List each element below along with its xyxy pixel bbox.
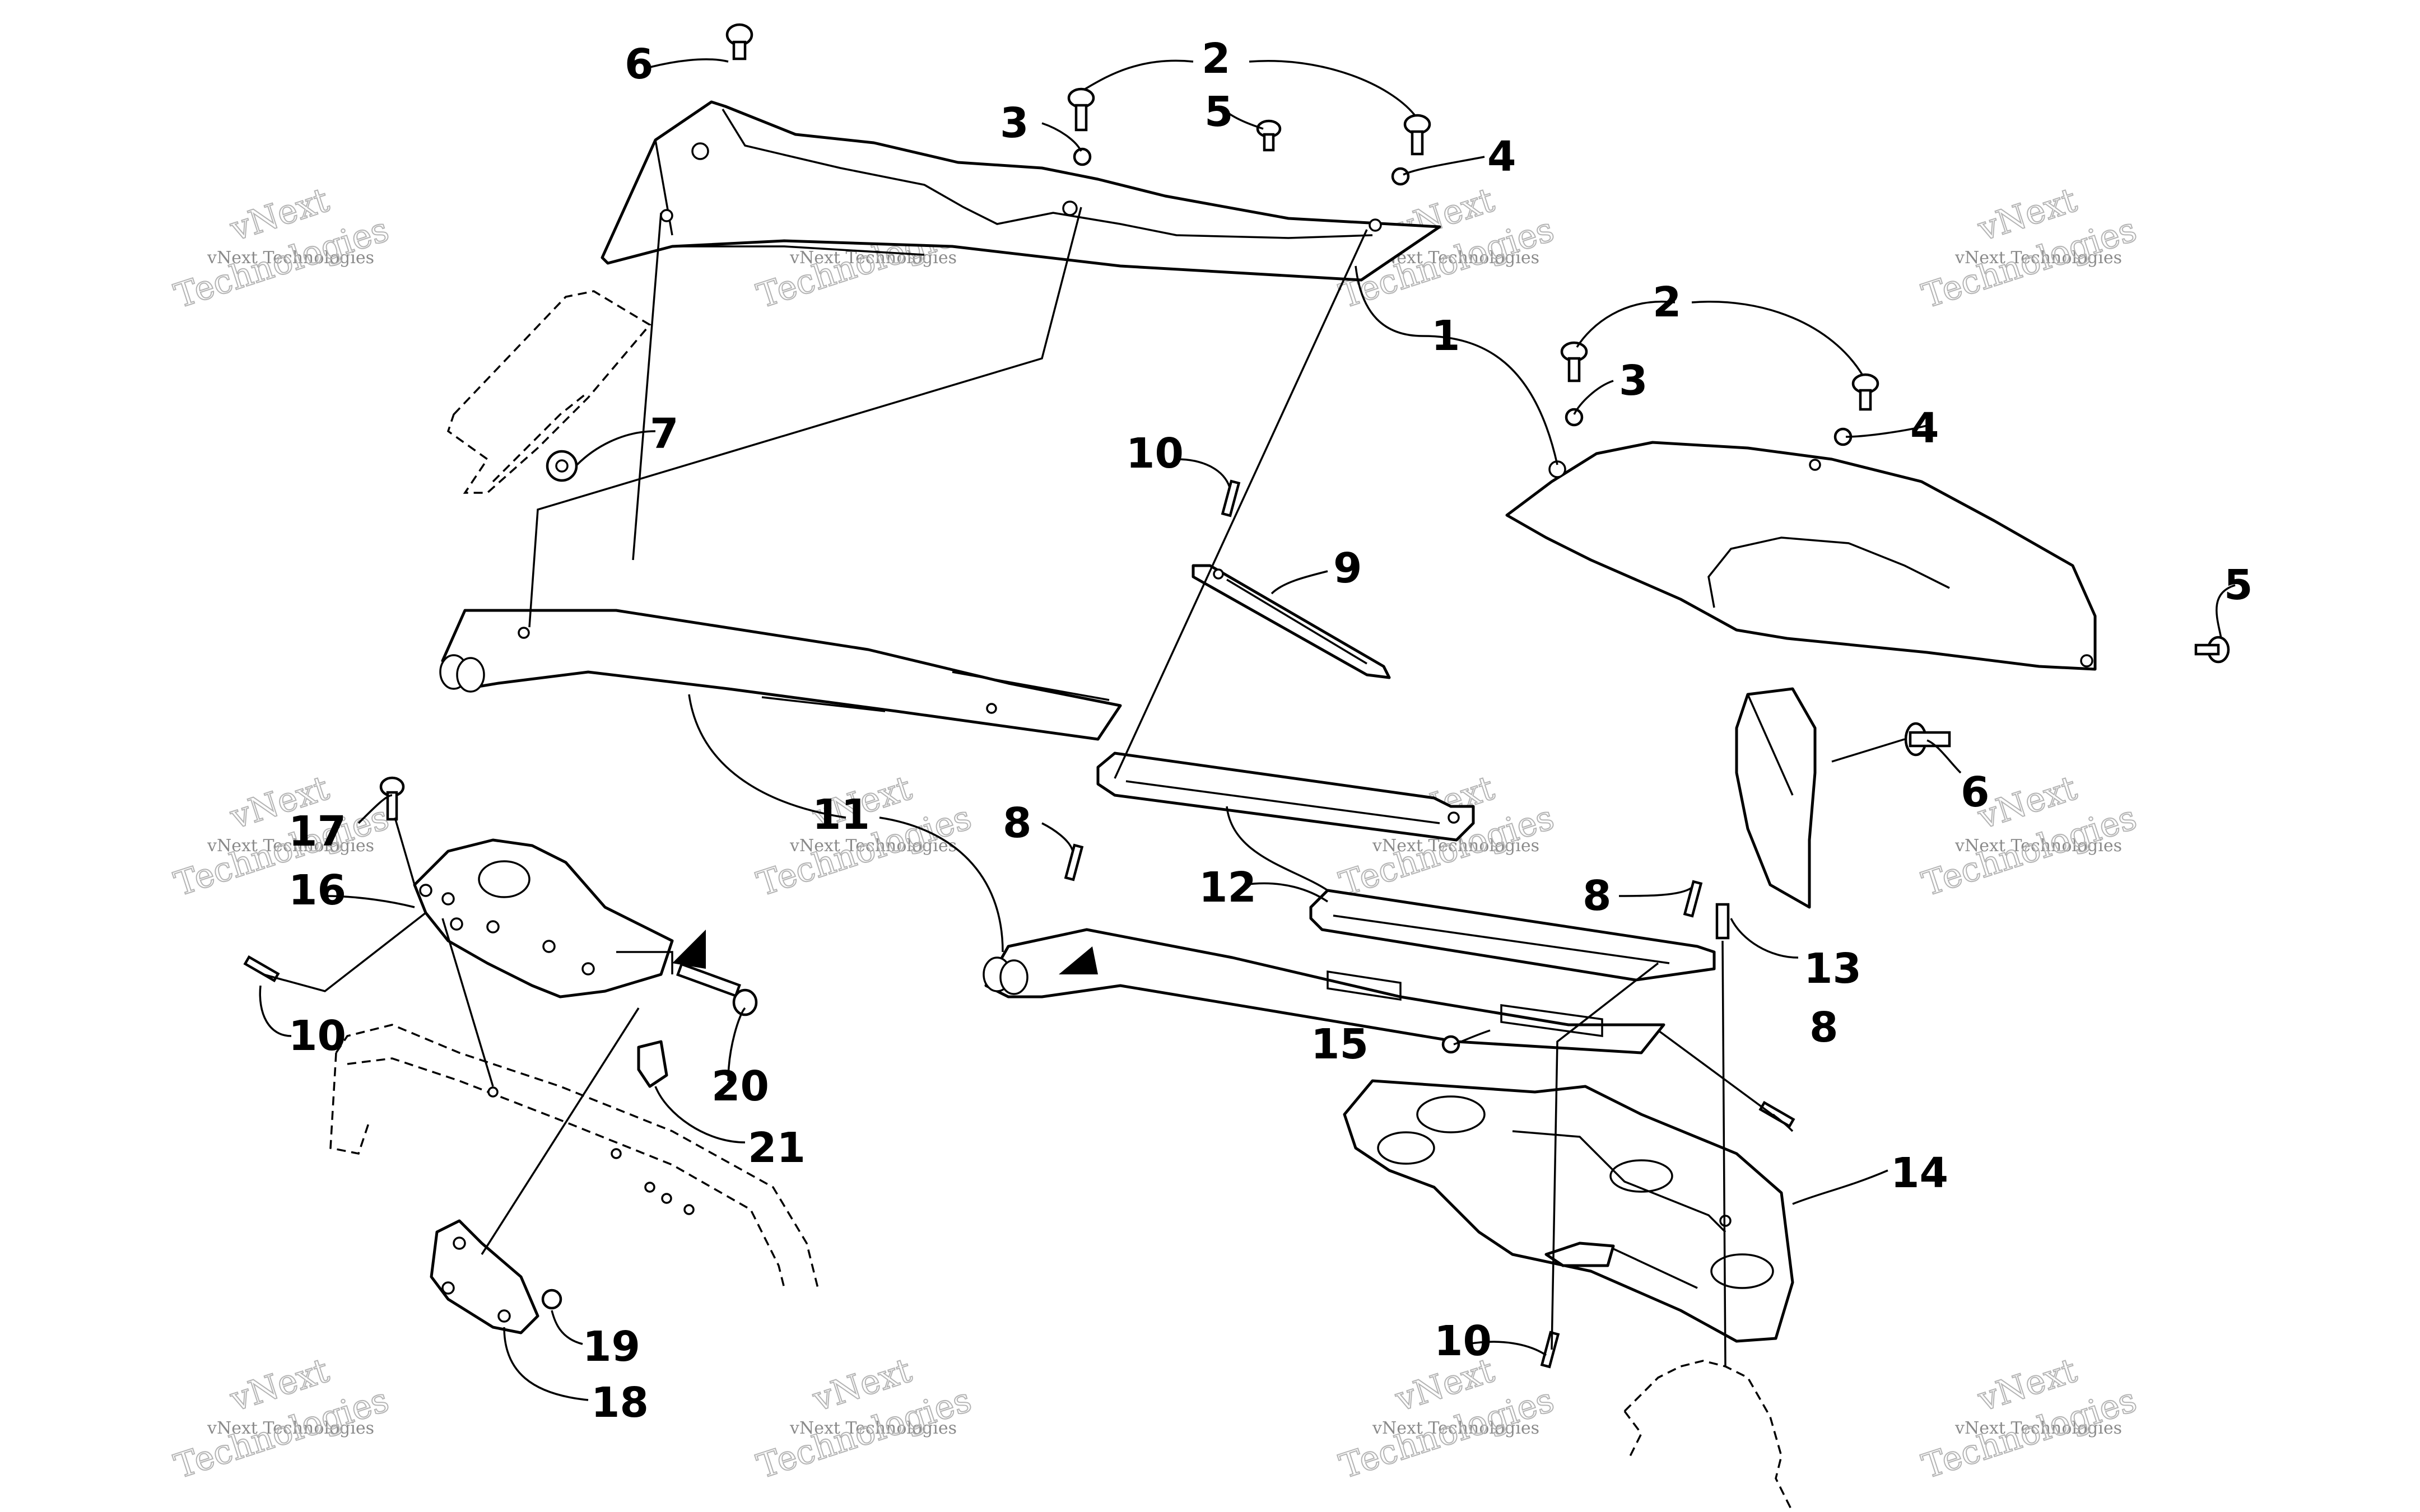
callout-3-top: 3 (1000, 99, 1029, 147)
callout-14: 14 (1891, 1149, 1948, 1197)
callout-8-mid: 8 (1583, 872, 1612, 920)
bolt-icon (1715, 903, 1730, 940)
screw-icon (1256, 119, 1282, 152)
watermark: vNext vNext Technologies Technologies (169, 180, 394, 316)
retaining-clip (637, 1040, 668, 1088)
arrow-icon (672, 930, 706, 969)
callout-21: 21 (748, 1124, 806, 1172)
callout-16: 16 (288, 866, 346, 914)
watermark: vNext vNext Technologies Technologies (169, 768, 394, 904)
footrest-plate-upper (1096, 752, 1475, 842)
callout-1: 1 (1431, 312, 1460, 360)
svg-text:vNext Technologies: vNext Technologies (1954, 248, 2122, 268)
screw-icon (1067, 87, 1095, 132)
screw-icon (2194, 636, 2230, 664)
footrest-plate-lower (1309, 889, 1716, 1038)
watermark: vNext vNext Technologies Technologies (1334, 1350, 1559, 1487)
washer-icon (1565, 408, 1584, 427)
callout-10-bottom: 10 (1434, 1317, 1492, 1365)
watermark: vNext vNext Technologies Technologies (1917, 1350, 2142, 1487)
svg-text:vNext Technologies: vNext Technologies (1954, 1418, 2122, 1438)
callout-12: 12 (1199, 864, 1256, 912)
watermark: vNext vNext Technologies Technologies (169, 1350, 394, 1487)
svg-text:vNext Technologies: vNext Technologies (789, 1418, 957, 1438)
watermark: vNext vNext Technologies Technologies (1917, 180, 2142, 316)
left-footwell-cover (601, 100, 1441, 282)
bolt-icon (1904, 722, 1951, 757)
callout-5-right: 5 (2224, 561, 2253, 609)
bumper-bracket (413, 838, 674, 998)
washer-icon (1073, 147, 1092, 166)
rivet-icon (1064, 843, 1084, 881)
callout-4-right: 4 (1910, 404, 1939, 452)
right-side-panel (1505, 441, 2097, 909)
mounting-plate (430, 1219, 539, 1334)
callout-5-top: 5 (1204, 88, 1234, 136)
callout-20: 20 (711, 1062, 769, 1110)
rivet-icon (1683, 880, 1703, 918)
washer-icon (1391, 167, 1410, 186)
chassis-outline-lower-right (1623, 1360, 1794, 1512)
bolt-icon (676, 962, 758, 1016)
svg-text:vNext Technologies: vNext Technologies (1372, 1418, 1539, 1438)
skid-plate-bracket (1343, 1079, 1794, 1343)
callout-2-top: 2 (1202, 35, 1231, 83)
nut-icon (546, 450, 578, 482)
rivet-icon (1221, 479, 1241, 517)
callout-4-top: 4 (1487, 133, 1516, 181)
callout-9: 9 (1333, 544, 1362, 592)
arrow-icon (1059, 946, 1098, 974)
svg-text:vNext Technologies: vNext Technologies (1954, 836, 2122, 856)
fastener-hardware (243, 23, 2230, 1369)
callout-8-right: 8 (1809, 1004, 1839, 1052)
svg-text:vNext Technologies: vNext Technologies (207, 248, 374, 268)
callout-8-left: 8 (1003, 799, 1032, 847)
svg-text:vNext Technologies: vNext Technologies (789, 836, 957, 856)
leader-lines (259, 58, 2236, 1401)
screw-icon (1560, 341, 1588, 382)
callout-10-top: 10 (1126, 430, 1184, 478)
callout-13: 13 (1804, 945, 1861, 993)
bolt-icon (379, 776, 405, 821)
svg-text:vNext Technologies: vNext Technologies (207, 1418, 374, 1438)
direction-arrows (672, 930, 1098, 974)
bolt-icon (725, 23, 753, 60)
screw-icon (1441, 1035, 1460, 1054)
callout-6-left: 6 (625, 40, 654, 88)
callout-labels: 6 2 3 5 4 1 2 3 4 7 10 9 5 6 11 8 12 8 1… (288, 35, 2253, 1427)
right-running-board-rail (983, 928, 1665, 1054)
callout-17: 17 (288, 808, 346, 856)
callout-3-right: 3 (1619, 357, 1648, 405)
callout-18: 18 (591, 1379, 649, 1427)
screw-icon (1403, 114, 1431, 156)
rivet-icon (1540, 1331, 1560, 1369)
callout-11: 11 (812, 791, 870, 839)
callout-2-right: 2 (1653, 278, 1682, 326)
watermark: vNext vNext Technologies Technologies (752, 1350, 976, 1487)
support-bracket (1192, 564, 1391, 679)
left-running-board-rail (439, 609, 1122, 741)
chassis-outline-front (329, 1024, 819, 1289)
callout-6-right: 6 (1961, 768, 1990, 816)
svg-text:vNext Technologies: vNext Technologies (207, 836, 374, 856)
nut-icon (541, 1289, 562, 1310)
callout-10-left: 10 (288, 1012, 346, 1060)
rivet-icon (1758, 1100, 1795, 1128)
screw-icon (1851, 373, 1879, 411)
callout-7: 7 (650, 410, 679, 458)
watermark: vNext vNext Technologies Technologies (1917, 768, 2142, 904)
callout-19: 19 (583, 1323, 640, 1371)
chassis-outline-upper-left (446, 290, 651, 494)
callout-15: 15 (1311, 1020, 1369, 1068)
